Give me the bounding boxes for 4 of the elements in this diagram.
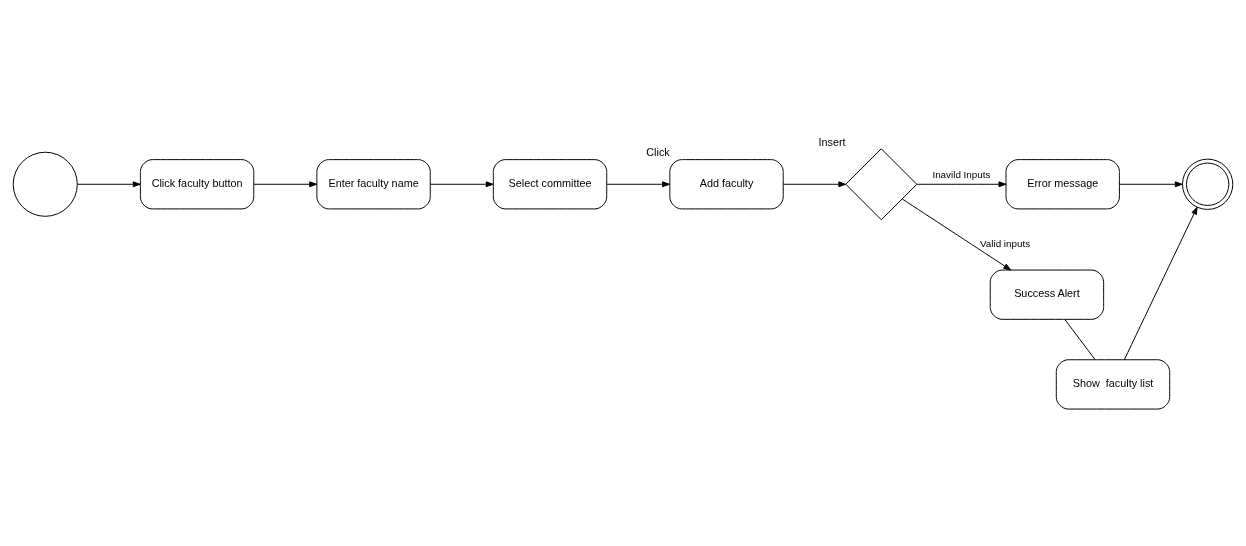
node-label: Insert (818, 135, 846, 148)
node-label: Click (646, 146, 670, 159)
edge-label: Valid inputs (979, 238, 1031, 250)
edge-label: Inavild Inputs (932, 169, 991, 181)
